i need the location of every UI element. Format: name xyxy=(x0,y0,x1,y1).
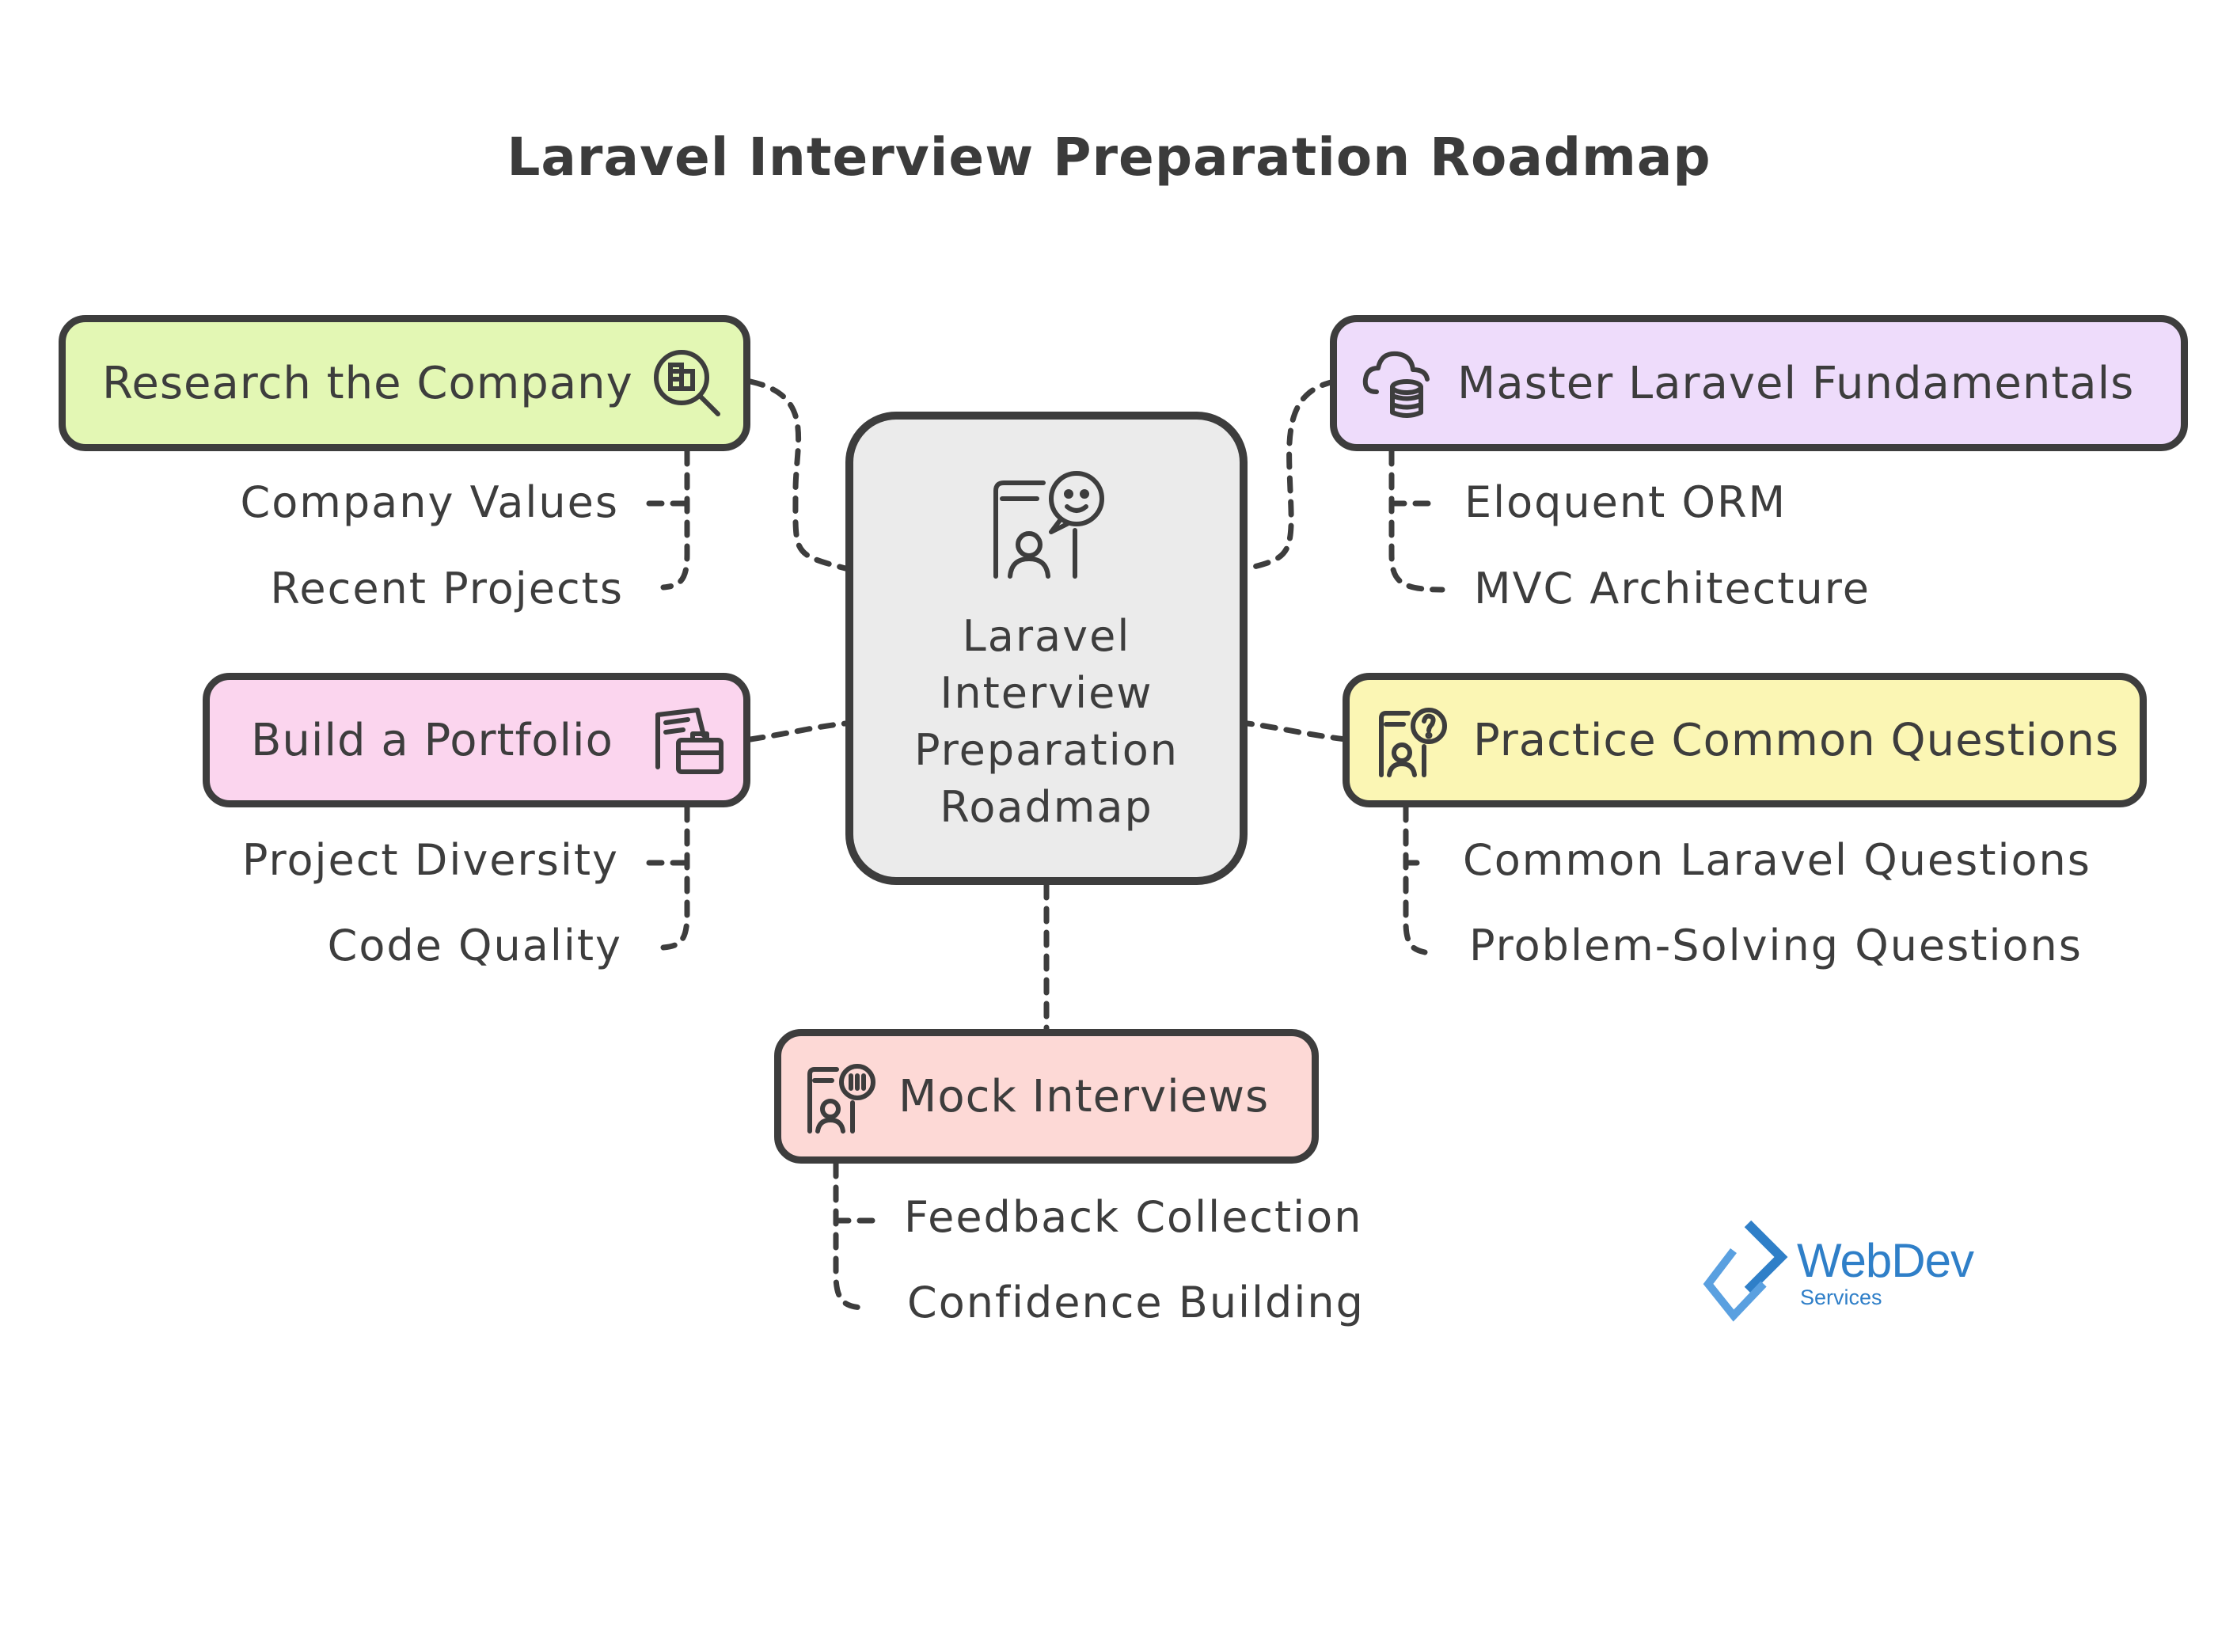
branch-portfolio: Build a Portfolio xyxy=(203,673,750,807)
center-label-line: Laravel xyxy=(962,611,1131,661)
questions-item: Common Laravel Questions xyxy=(1463,835,2091,885)
portfolio-briefcase-icon xyxy=(655,708,724,774)
person-chat-icon xyxy=(807,1064,875,1134)
webdev-logo-mark xyxy=(1703,1220,1788,1322)
center-label: Laravel Interview Preparation Roadmap xyxy=(853,608,1240,836)
diagram-title: Laravel Interview Preparation Roadmap xyxy=(507,127,1711,188)
cloud-database-icon xyxy=(1362,351,1430,418)
branch-label: Master Laravel Fundamentals xyxy=(1457,357,2135,409)
fundamentals-item: Eloquent ORM xyxy=(1464,477,1787,527)
logo-tagline: Services xyxy=(1800,1286,1882,1309)
branch-label: Research the Company xyxy=(102,357,633,409)
logo-name: WebDev xyxy=(1797,1234,1974,1287)
center-label-line: Roadmap xyxy=(940,782,1153,832)
mock-item: Confidence Building xyxy=(907,1278,1365,1327)
connector-fundamentals xyxy=(1244,378,1338,572)
webdev-logo: WebDev Services xyxy=(1702,1219,1974,1322)
research-item: Company Values xyxy=(240,477,619,527)
interview-person-icon xyxy=(993,471,1104,579)
person-question-icon xyxy=(1379,708,1447,777)
branch-research: Research the Company xyxy=(59,315,750,451)
connector-portfolio xyxy=(747,720,849,742)
connector-mock-items xyxy=(833,1160,877,1311)
questions-item: Problem-Solving Questions xyxy=(1469,921,2083,970)
center-label-line: Interview xyxy=(940,668,1153,718)
branch-questions: Practice Common Questions xyxy=(1343,673,2147,807)
center-node: Laravel Interview Preparation Roadmap xyxy=(845,412,1248,885)
connector-fundamentals-items xyxy=(1388,448,1445,593)
branch-label: Build a Portfolio xyxy=(251,714,613,766)
building-search-icon xyxy=(654,350,720,416)
connector-questions xyxy=(1244,720,1349,742)
branch-label: Mock Interviews xyxy=(898,1070,1270,1122)
research-item: Recent Projects xyxy=(270,564,624,613)
branch-fundamentals: Master Laravel Fundamentals xyxy=(1330,315,2188,451)
connector-research-items xyxy=(646,448,690,591)
center-label-line: Preparation xyxy=(914,725,1179,775)
branch-mock: Mock Interviews xyxy=(774,1029,1319,1164)
portfolio-item: Project Diversity xyxy=(241,835,619,885)
mock-item: Feedback Collection xyxy=(904,1192,1363,1242)
connector-portfolio-items xyxy=(646,804,690,951)
branch-label: Practice Common Questions xyxy=(1473,714,2120,766)
portfolio-item: Code Quality xyxy=(327,921,622,970)
fundamentals-item: MVC Architecture xyxy=(1474,564,1870,613)
connector-questions-items xyxy=(1403,804,1428,955)
connector-research xyxy=(747,378,849,572)
